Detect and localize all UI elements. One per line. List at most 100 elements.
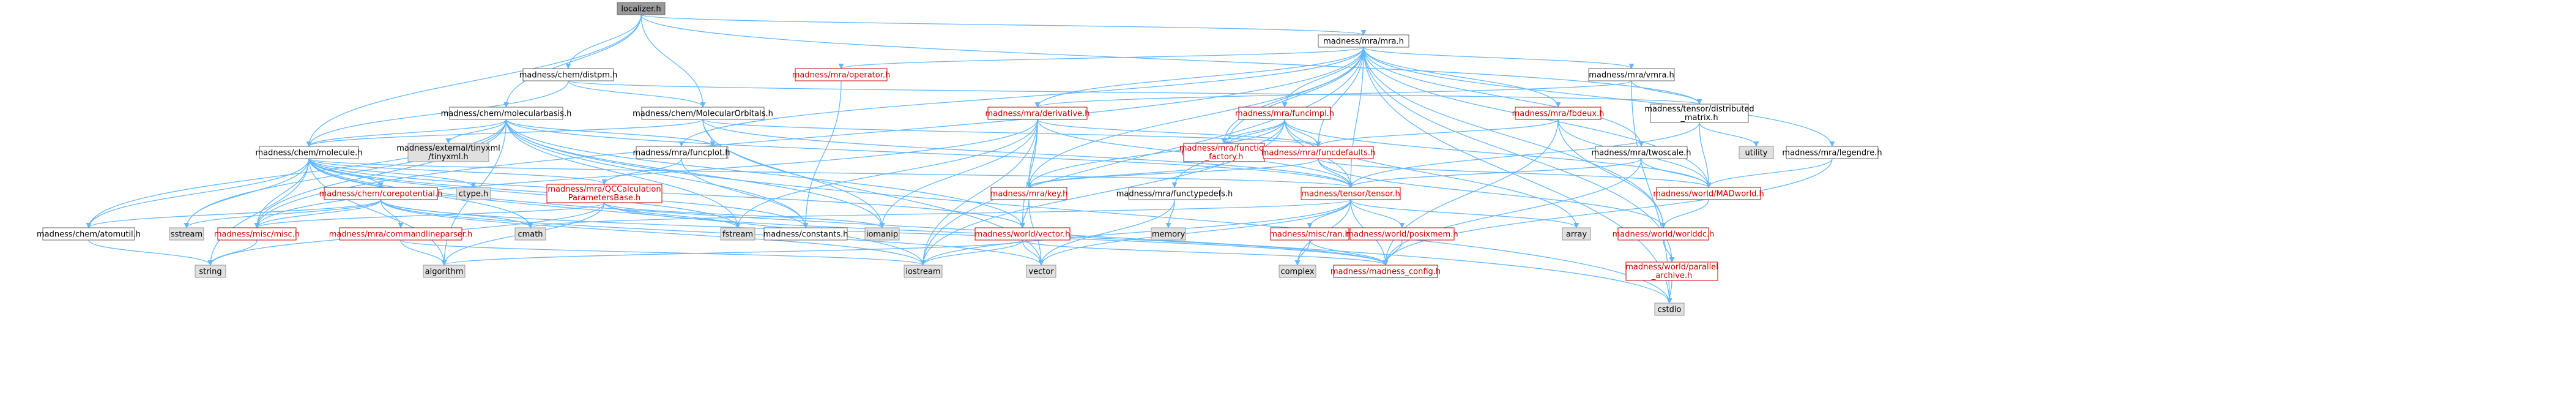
node-cmdparser[interactable]: madness/mra/commandlineparser.h — [329, 227, 473, 241]
node-funcplot[interactable]: madness/mra/funcplot.h — [633, 146, 730, 159]
node-miscran-label: madness/misc/ran.h — [1269, 230, 1350, 239]
node-funcfactory[interactable]: madness/mra/function_factory.hmadness/mr… — [1179, 143, 1269, 162]
edge-distpm-to-molorb — [568, 80, 706, 108]
node-constants-box — [763, 227, 848, 241]
node-twoscale[interactable]: madness/mra/twoscale.h — [1592, 146, 1691, 159]
node-localizer-label: localizer.h — [621, 5, 661, 14]
node-distpm[interactable]: madness/chem/distpm.h — [519, 68, 618, 81]
edge-localizer-to-molecule — [306, 14, 642, 147]
edge-molecule-to-tensor — [308, 158, 1353, 188]
node-tdistmat-box — [1650, 103, 1749, 123]
edge-vector_h-to-iostream — [920, 239, 1023, 266]
node-funcplot-box — [636, 146, 727, 159]
node-molorb[interactable]: madness/chem/MolecularOrbitals.h — [633, 107, 773, 120]
node-parchive-box — [1625, 261, 1718, 281]
node-functypedefs-label: madness/mra/functypedefs.h — [1116, 190, 1233, 199]
node-vector_h[interactable]: madness/world/vector.h — [974, 227, 1071, 241]
node-operator-label: madness/mra/operator.h — [792, 71, 891, 80]
node-fstream: fstream — [720, 227, 755, 241]
edge-molbasis-to-misc — [254, 119, 507, 228]
node-misc-label: madness/misc/misc.h — [214, 230, 300, 239]
node-qccalc[interactable]: madness/mra/QCCalculationParametersBase.… — [546, 184, 663, 203]
node-worlddc-label: madness/world/worlddc.h — [1613, 230, 1715, 239]
edge-molecule-to-fstream — [308, 158, 741, 228]
node-molbasis-label: madness/chem/molecularbasis.h — [441, 110, 572, 119]
edge-cmdparser-to-iostream — [400, 239, 926, 266]
node-localizer[interactable]: localizer.h — [617, 2, 666, 15]
node-key[interactable]: madness/mra/key.h — [990, 187, 1068, 200]
node-parchive[interactable]: madness/world/parallel_archive.hmadness/… — [1625, 261, 1718, 281]
node-tensor[interactable]: madness/tensor/tensor.h — [1301, 187, 1401, 200]
edge-molbasis-to-tensor — [505, 119, 1354, 188]
node-vector-box — [1026, 265, 1056, 278]
node-madconfig[interactable]: madness/madness_config.h — [1331, 265, 1441, 278]
node-funcdefaults-box — [1263, 146, 1374, 159]
edge-mra-to-legendre — [1363, 47, 1835, 147]
node-corepot[interactable]: madness/chem/corepotential.h — [319, 187, 443, 200]
node-vmra[interactable]: madness/mra/vmra.h — [1588, 68, 1675, 81]
node-miscran[interactable]: madness/misc/ran.h — [1269, 227, 1350, 241]
edge-mra-to-worlddc — [1363, 47, 1666, 228]
node-complex-box — [1279, 265, 1316, 278]
node-tdistmat[interactable]: madness/tensor/distributed_matrix.hmadne… — [1644, 103, 1754, 123]
node-madconfig-box — [1333, 265, 1438, 278]
edge-tdistmat-to-utility — [1699, 122, 1759, 147]
node-constants[interactable]: madness/constants.h — [763, 227, 848, 241]
edge-molorb-to-funcdefaults — [702, 119, 1321, 147]
edge-functypedefs-to-vector — [1038, 199, 1175, 266]
node-madworld-label: madness/world/MADworld.h — [1653, 190, 1764, 199]
node-madworld-box — [1656, 187, 1761, 200]
edge-derivative-to-vector_h — [1019, 119, 1038, 228]
node-posixmem-label: madness/world/posixmem.h — [1346, 230, 1458, 239]
node-derivative[interactable]: madness/mra/derivative.h — [985, 107, 1090, 120]
node-molecule[interactable]: madness/chem/molecule.h — [255, 146, 363, 159]
node-atomutil[interactable]: madness/chem/atomutil.h — [37, 227, 141, 241]
node-posixmem[interactable]: madness/world/posixmem.h — [1346, 227, 1458, 241]
edge-worlddc-to-parchive — [1663, 239, 1675, 263]
node-string-box — [195, 265, 226, 278]
node-worlddc[interactable]: madness/world/worlddc.h — [1613, 227, 1715, 241]
node-vector-label: vector — [1028, 268, 1054, 277]
edge-molecule-to-string — [207, 158, 310, 266]
node-legendre[interactable]: madness/mra/legendre.h — [1782, 146, 1882, 159]
edge-fbdeux-to-funcdefaults — [1315, 119, 1559, 147]
node-operator[interactable]: madness/mra/operator.h — [792, 68, 891, 81]
node-tinyxml-box — [407, 143, 489, 162]
node-funcimpl[interactable]: madness/mra/funcimpl.h — [1235, 107, 1334, 120]
edge-qccalc-to-iomanip — [604, 202, 885, 228]
edge-madworld-to-worlddc — [1660, 199, 1709, 228]
edge-molbasis-to-vector_h — [505, 119, 1025, 228]
edge-tensor-to-posixmem — [1350, 199, 1405, 228]
edge-corepot-to-atomutil — [86, 199, 382, 228]
edge-posixmem-to-madconfig — [1383, 239, 1403, 266]
edge-derivative-to-iostream — [920, 119, 1038, 266]
edge-molbasis-to-tinyxml — [445, 119, 507, 144]
edge-molbasis-to-fstream — [505, 119, 741, 228]
node-functypedefs[interactable]: madness/mra/functypedefs.h — [1116, 187, 1233, 200]
node-fbdeux[interactable]: madness/mra/fbdeux.h — [1512, 107, 1605, 120]
edge-molecule-to-misc — [254, 158, 310, 228]
node-funcdefaults[interactable]: madness/mra/funcdefaults.h — [1261, 146, 1376, 159]
node-madworld[interactable]: madness/world/MADworld.h — [1653, 187, 1764, 200]
node-molbasis[interactable]: madness/chem/molecularbasis.h — [441, 107, 572, 120]
node-worlddc-box — [1617, 227, 1709, 241]
node-cstdio: cstdio — [1654, 302, 1685, 316]
edge-funcplot-to-qccalc — [601, 158, 682, 185]
node-cstdio-box — [1654, 302, 1685, 316]
edge-molbasis-to-molecule — [306, 119, 507, 147]
edge-vmra-to-derivative — [1034, 80, 1632, 108]
node-fstream-label: fstream — [722, 230, 753, 239]
node-mra[interactable]: madness/mra/mra.h — [1318, 34, 1409, 48]
node-misc[interactable]: madness/misc/misc.h — [214, 227, 300, 241]
edge-molecule-to-iostream — [308, 158, 926, 266]
edge-mra-to-parchive — [1363, 47, 1675, 263]
node-cstdio-label: cstdio — [1658, 306, 1682, 315]
node-mra-box — [1318, 34, 1409, 48]
node-vector_h-box — [974, 227, 1071, 241]
edge-legendre-to-madworld — [1706, 158, 1833, 188]
node-cmdparser-label: madness/mra/commandlineparser.h — [329, 230, 473, 239]
edge-derivative-to-fstream — [735, 119, 1038, 228]
edge-distpm-to-tdistmat — [568, 80, 1702, 105]
edge-parchive-to-cstdio — [1666, 280, 1672, 304]
